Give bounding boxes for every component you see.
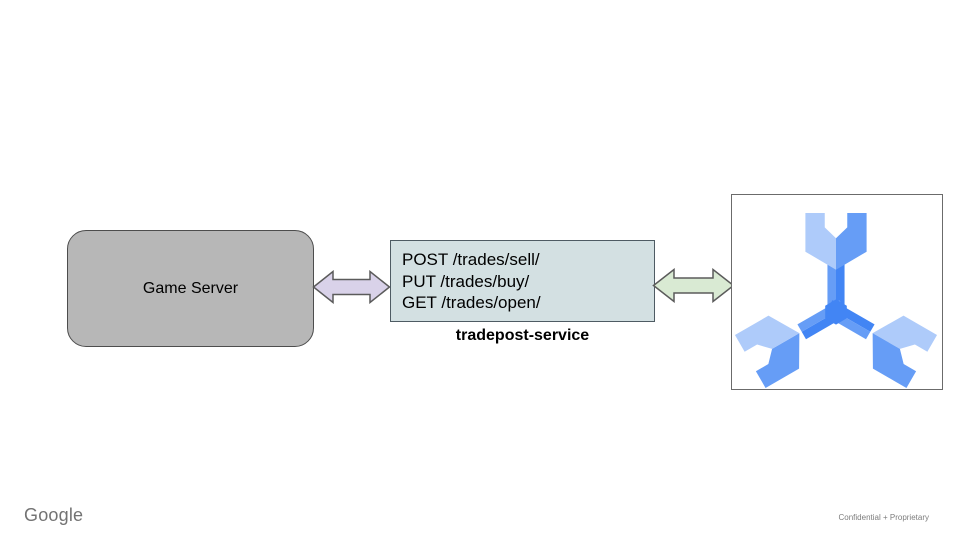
bidirectional-arrow-green-icon xyxy=(652,268,735,303)
endpoint-line: POST /trades/sell/ xyxy=(402,250,540,269)
database-node xyxy=(731,194,943,390)
bidirectional-arrow-purple-icon xyxy=(312,270,391,304)
tradepost-service-node: POST /trades/sell/ PUT /trades/buy/ GET … xyxy=(390,240,655,322)
confidential-note: Confidential + Proprietary xyxy=(838,513,930,522)
endpoint-line: PUT /trades/buy/ xyxy=(402,271,530,291)
game-server-label: Game Server xyxy=(142,279,239,297)
cloud-spanner-icon xyxy=(734,213,938,389)
tradepost-service-caption: tradepost-service xyxy=(455,327,590,344)
google-logo: Google xyxy=(24,505,84,525)
game-server-node: Game Server xyxy=(67,230,314,347)
spanner-hub xyxy=(825,299,847,325)
endpoint-line: GET /trades/open/ xyxy=(402,293,541,312)
